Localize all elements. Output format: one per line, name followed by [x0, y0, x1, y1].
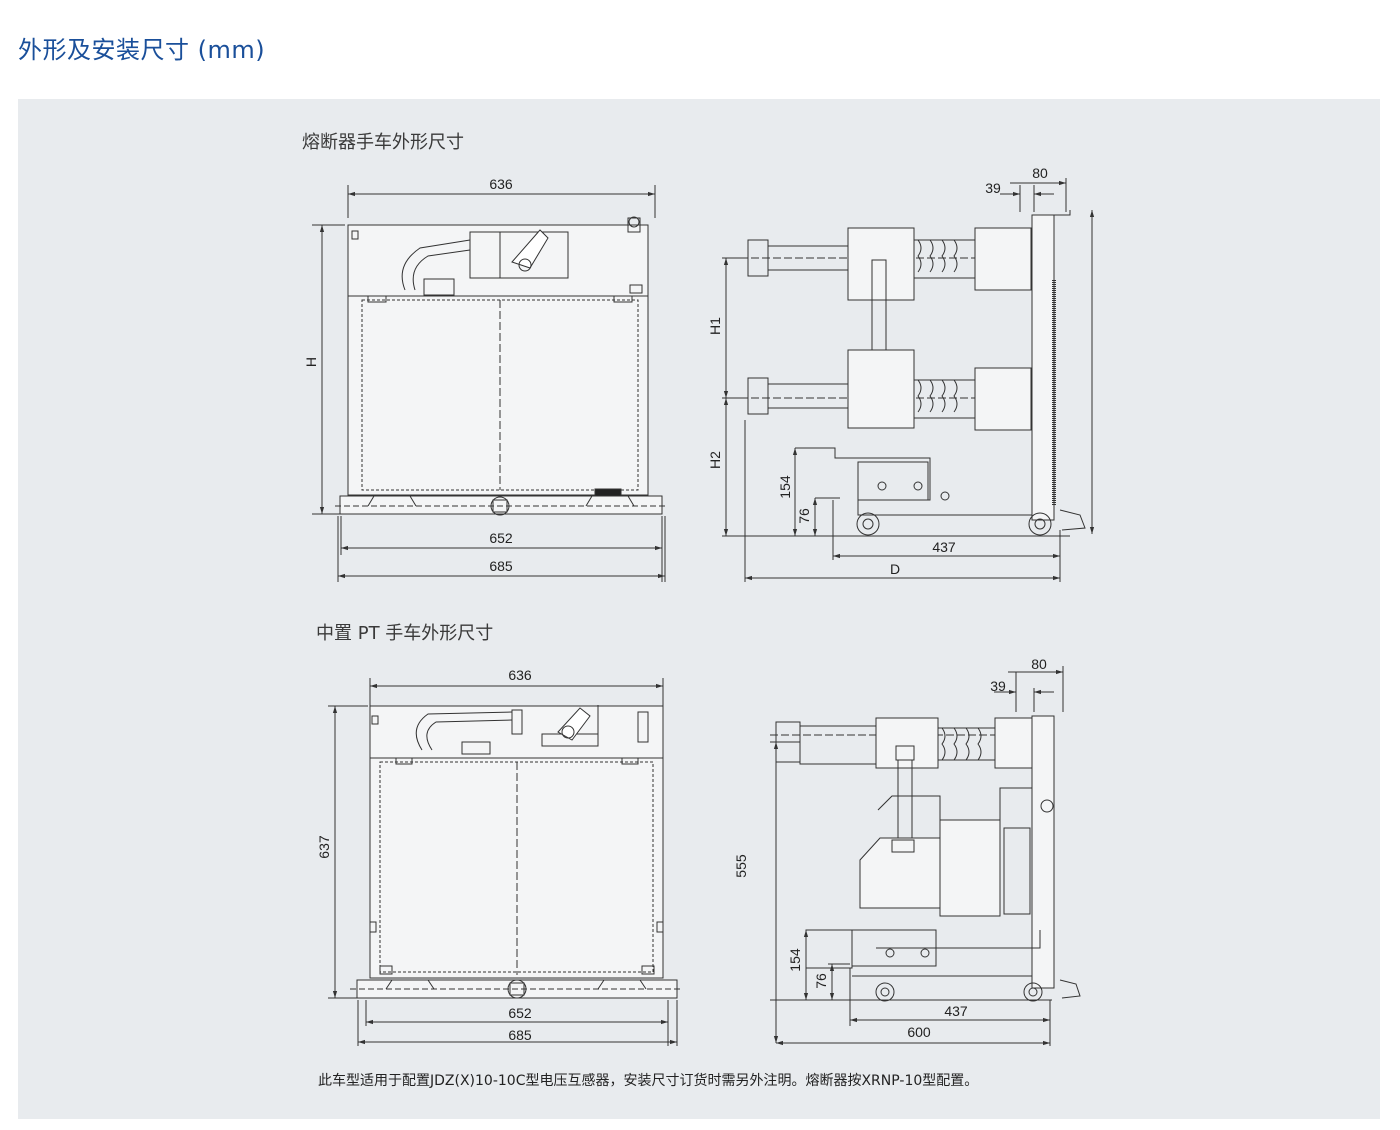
dim-fuse-side-437: 437 — [932, 539, 956, 555]
dim-pt-side-80: 80 — [1031, 656, 1047, 672]
dim-fuse-side-76: 76 — [796, 508, 812, 524]
dim-fuse-front-652: 652 — [489, 530, 513, 546]
dim-fuse-front-685: 685 — [489, 558, 513, 574]
drawing-panel — [18, 99, 1380, 1119]
dim-pt-side-76: 76 — [813, 973, 829, 989]
section-title-fuse-truck: 熔断器手车外形尺寸 — [302, 132, 464, 153]
footnote: 此车型适用于配置JDZ(X)10-10C型电压互感器，安装尺寸订货时需另外注明。… — [318, 1073, 979, 1089]
dim-pt-side-39: 39 — [990, 678, 1006, 694]
dim-fuse-side-39: 39 — [985, 180, 1001, 196]
pt-truck-side-view — [770, 666, 1081, 1046]
dim-pt-side-600: 600 — [907, 1024, 931, 1040]
dim-fuse-side-h2: H2 — [707, 451, 723, 469]
dim-fuse-side-80: 80 — [1032, 165, 1048, 181]
dim-pt-front-636: 636 — [508, 667, 532, 683]
dim-fuse-front-636: 636 — [489, 176, 513, 192]
dim-pt-front-652: 652 — [508, 1005, 532, 1021]
fuse-truck-side-view — [722, 178, 1095, 582]
dim-pt-side-437: 437 — [944, 1003, 968, 1019]
fuse-truck-front-view — [312, 185, 668, 582]
dim-pt-side-555: 555 — [733, 854, 749, 878]
dim-fuse-front-height: H — [303, 357, 319, 367]
section-title-pt-truck: 中置 PT 手车外形尺寸 — [316, 623, 494, 644]
dim-pt-front-637: 637 — [316, 835, 332, 859]
pt-truck-front-view — [328, 678, 683, 1046]
dim-fuse-side-depth: D — [890, 561, 900, 577]
page-title: 外形及安装尺寸 (mm) — [18, 36, 266, 64]
dim-fuse-side-154: 154 — [777, 475, 793, 499]
dim-pt-side-154: 154 — [787, 948, 803, 972]
dim-fuse-side-h1: H1 — [707, 317, 723, 335]
dim-pt-front-685: 685 — [508, 1027, 532, 1043]
